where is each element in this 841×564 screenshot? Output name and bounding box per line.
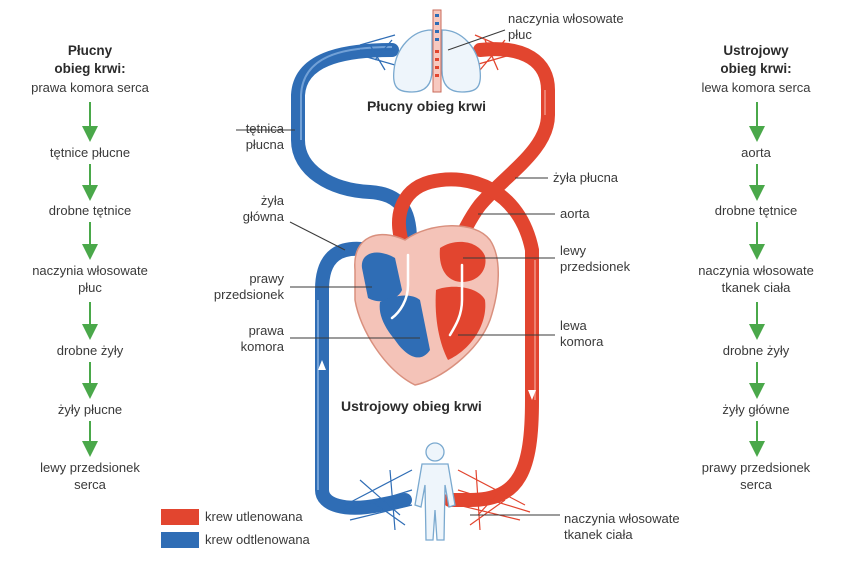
- legend-deoxygenated: krew odtlenowana: [205, 532, 310, 548]
- deoxygenated-swatch: [161, 532, 199, 548]
- systemic-circuit-title: Ustrojowy obieg krwi: [341, 398, 482, 414]
- label-right-ventricle: prawa komora: [180, 323, 284, 355]
- legend-oxygenated: krew utlenowana: [205, 509, 303, 525]
- label-vena-cava: żyła główna: [196, 193, 284, 225]
- label-left-atrium: lewy przedsionek: [560, 243, 630, 275]
- pulmonary-circuit-title: Płucny obieg krwi: [367, 98, 486, 114]
- label-pulmonary-artery: tętnica płucna: [196, 121, 284, 153]
- label-aorta: aorta: [560, 206, 590, 222]
- oxygenated-swatch: [161, 509, 199, 525]
- label-right-atrium: prawy przedsionek: [180, 271, 284, 303]
- heart-icon: [355, 226, 498, 385]
- lungs-icon: [394, 10, 481, 92]
- human-body-icon: [415, 443, 455, 540]
- label-pulmonary-vein: żyła płucna: [553, 170, 618, 186]
- label-left-ventricle: lewa komora: [560, 318, 603, 350]
- label-tissue-capillaries: naczynia włosowate tkanek ciała: [564, 511, 680, 543]
- label-lung-capillaries: naczynia włosowate płuc: [508, 11, 624, 43]
